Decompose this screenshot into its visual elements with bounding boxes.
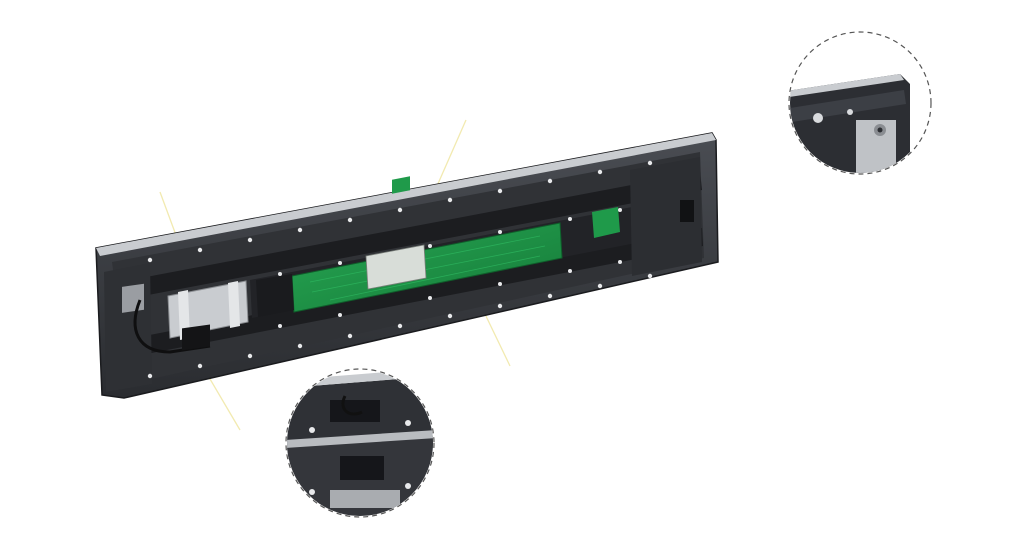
cable-connector-block — [182, 324, 210, 351]
cabinet-top-edge — [96, 133, 716, 256]
upper-rail — [120, 172, 702, 300]
receiving-card — [365, 244, 427, 290]
right-connector-board — [592, 207, 620, 238]
lower-rail — [124, 228, 703, 358]
connector-detail-border — [285, 368, 435, 518]
cable-loop — [133, 299, 211, 354]
led-cabinet — [95, 132, 719, 399]
power-bracket-left — [178, 290, 190, 340]
corner-detail-border — [788, 31, 932, 175]
receiving-card-chip — [392, 176, 410, 194]
left-terminal — [122, 283, 144, 313]
left-connector-board — [256, 274, 294, 317]
power-bracket-right — [228, 281, 240, 328]
right-end-block — [630, 157, 702, 276]
left-end-block — [104, 263, 152, 392]
screw-holes — [147, 160, 653, 379]
right-latch — [680, 200, 694, 222]
corner-detail-zoom — [788, 31, 932, 175]
connector-detail-zoom — [285, 368, 435, 518]
